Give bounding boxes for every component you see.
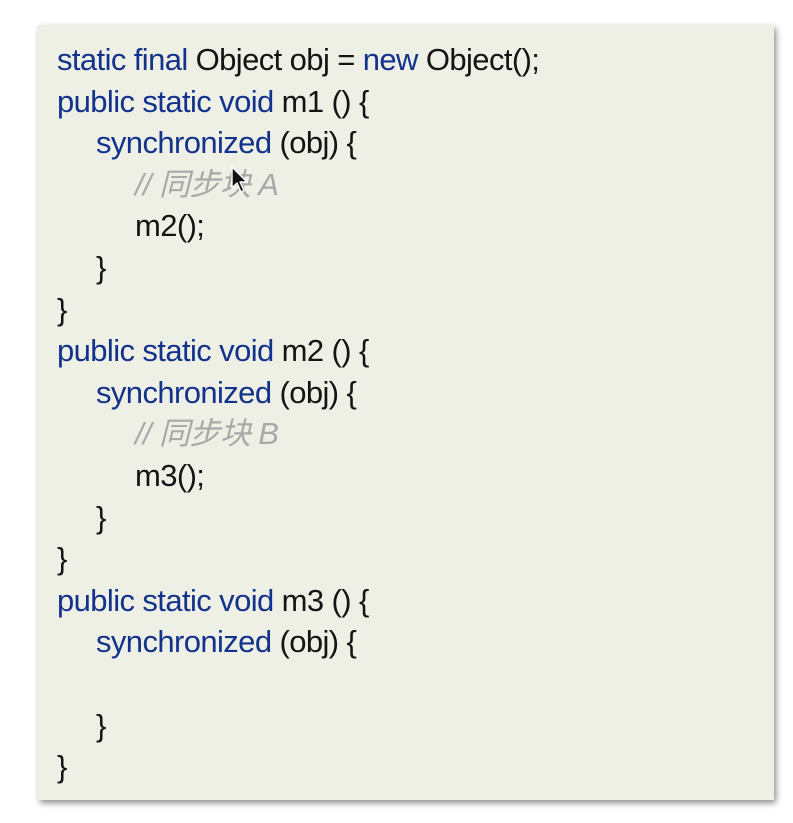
code-text: }	[96, 707, 106, 743]
code-line	[57, 663, 539, 705]
keyword: synchronized	[96, 624, 272, 660]
mouse-pointer-icon	[231, 166, 248, 193]
code-line: synchronized (obj) {	[57, 122, 539, 164]
code-text: }	[57, 541, 67, 577]
code-line: }	[57, 289, 539, 331]
keyword: new	[362, 42, 419, 77]
code-text: (obj) {	[271, 125, 357, 161]
code-line: public static void m1 () {	[57, 81, 539, 123]
code-line: // 同步块 B	[57, 413, 539, 455]
code-line: }	[57, 247, 539, 289]
code-text: }	[57, 749, 67, 785]
code-line: // 同步块 A	[57, 164, 539, 206]
code-text: m3 () {	[273, 582, 370, 618]
code-text: m1 () {	[273, 83, 370, 119]
code-comment: // 同步块 B	[135, 416, 279, 452]
keyword: public static void	[57, 333, 274, 369]
code-text: (obj) {	[271, 624, 357, 660]
code-block: static final Object obj = new Object(); …	[57, 39, 540, 788]
code-text: }	[57, 291, 67, 327]
code-line: m2();	[57, 205, 539, 247]
code-line: public static void m2 () {	[57, 330, 539, 372]
code-line: }	[57, 497, 539, 539]
code-line: synchronized (obj) {	[57, 621, 539, 663]
code-line: }	[57, 538, 539, 580]
code-text: }	[96, 249, 106, 285]
keyword: synchronized	[96, 125, 272, 161]
code-line: static final Object obj = new Object();	[57, 39, 540, 81]
code-text: Object obj =	[187, 42, 363, 77]
keyword: static final	[57, 42, 188, 77]
code-line: synchronized (obj) {	[57, 372, 539, 414]
code-line: }	[57, 746, 539, 788]
code-text: Object();	[417, 42, 540, 77]
code-text: m2 () {	[273, 333, 370, 369]
keyword: public static void	[57, 83, 274, 119]
code-text: }	[96, 499, 106, 535]
keyword: public static void	[57, 582, 274, 618]
code-text: m3();	[135, 457, 205, 493]
code-line: public static void m3 () {	[57, 580, 539, 622]
code-text: m2();	[135, 208, 205, 244]
keyword: synchronized	[96, 374, 272, 410]
code-line: m3();	[57, 455, 539, 497]
code-panel: static final Object obj = new Object(); …	[38, 25, 774, 800]
code-comment: // 同步块 A	[135, 166, 279, 202]
code-line: }	[57, 705, 539, 747]
code-text: (obj) {	[271, 374, 357, 410]
